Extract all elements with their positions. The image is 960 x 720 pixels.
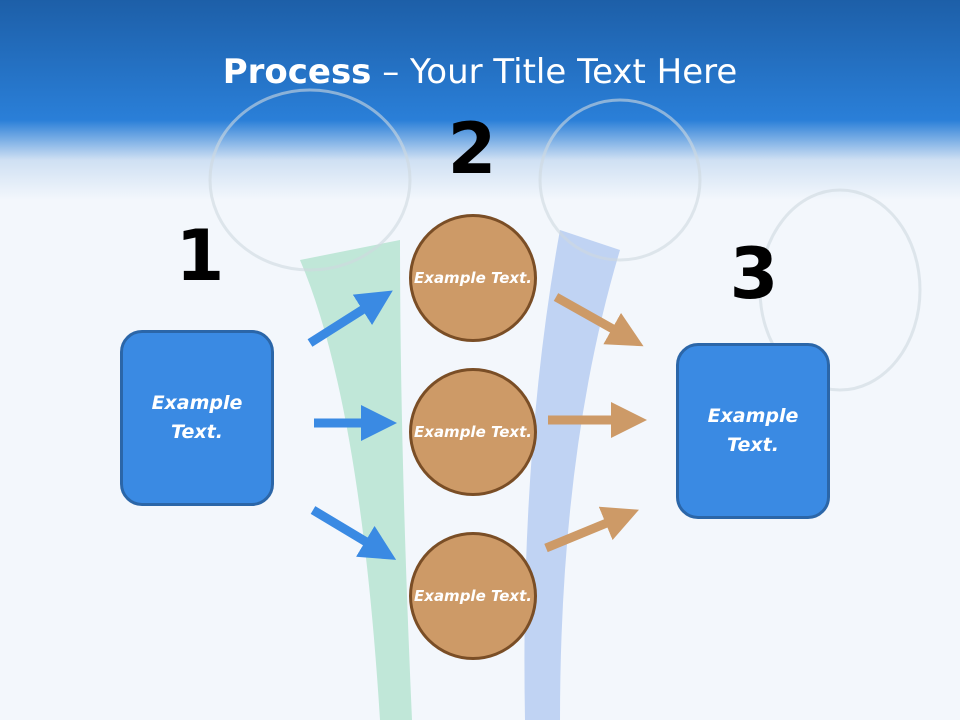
title-bold: Process [222,52,372,92]
step-2-circle-1[interactable]: Example Text. [409,214,537,342]
header-band [0,0,960,200]
step-2-circle-3[interactable]: Example Text. [409,532,537,660]
step-3-box[interactable]: Example Text. [676,343,830,519]
title-rest: – Your Title Text Here [371,52,738,92]
arrow-tan-up [544,506,639,553]
arrow-tan-down [553,293,644,347]
step-1-box[interactable]: Example Text. [120,330,274,506]
arrow-blue-up [307,290,393,347]
step-number-3: 3 [729,233,779,315]
step-number-2: 2 [447,108,497,190]
arrow-blue-down [310,506,397,560]
step-number-1: 1 [175,215,225,297]
slide-title: Process – Your Title Text Here [0,52,960,92]
step-2-circle-2[interactable]: Example Text. [409,368,537,496]
